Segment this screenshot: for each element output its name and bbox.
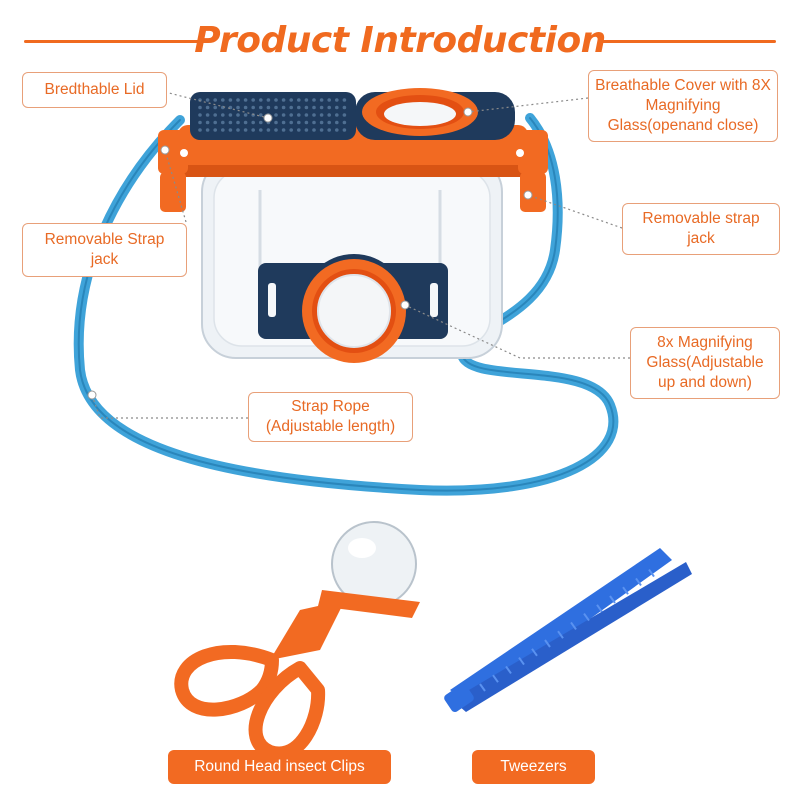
page-title: Product Introduction [194, 20, 606, 61]
insect-clip [174, 521, 420, 761]
tweezers [444, 548, 692, 713]
strap-rope [73, 113, 619, 496]
callout-strap-rope: Strap Rope (Adjustable length) [248, 392, 413, 442]
callout-breathable-cover: Breathable Cover with 8X Magnifying Glas… [588, 70, 778, 142]
leader-lines [91, 91, 630, 419]
front-magnifier [258, 254, 448, 363]
label-insect-clips: Round Head insect Clips [168, 750, 391, 784]
title-rule-right [598, 40, 776, 43]
title-rule-left [24, 40, 202, 43]
callout-strap-jack-right: Removable strap jack [622, 203, 780, 255]
callout-strap-jack-left: Removable Strap jack [22, 223, 187, 277]
breathable-lid-grid [190, 92, 356, 140]
callout-breathable-lid: Bredthable Lid [22, 72, 167, 108]
cover-magnifier [355, 88, 515, 140]
callout-magnifying-glass: 8x Magnifying Glass(Adjustable up and do… [630, 327, 780, 399]
label-tweezers: Tweezers [472, 750, 595, 784]
